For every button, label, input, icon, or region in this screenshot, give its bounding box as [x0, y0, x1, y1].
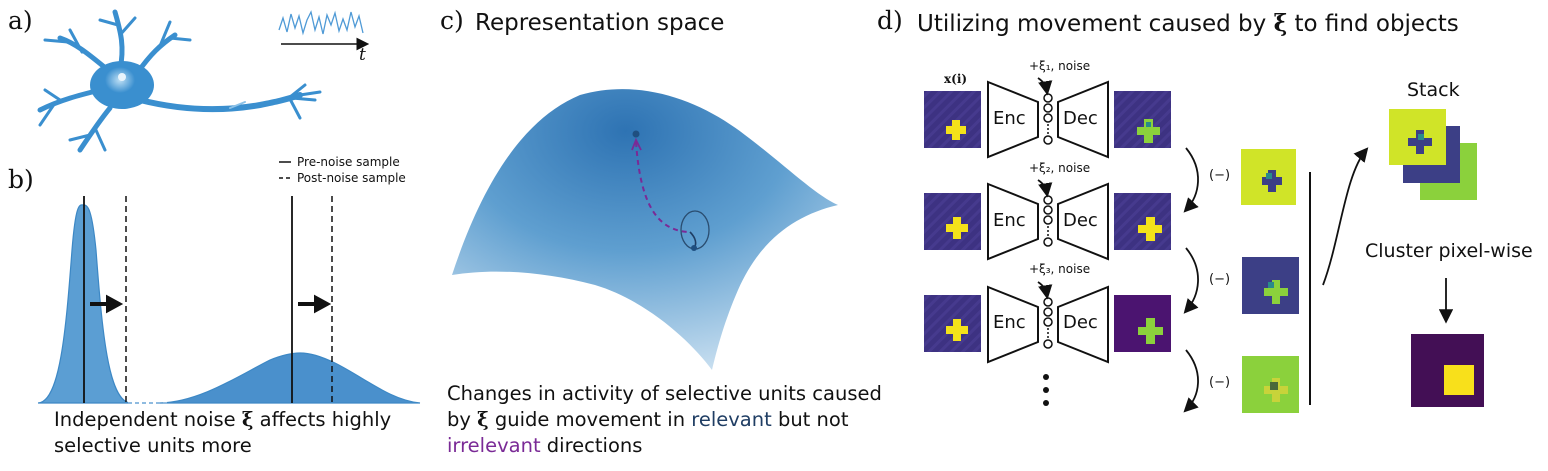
caption-c-line2-mid: guide movement in	[488, 408, 692, 431]
noise-label-1: +ξ₁, noise	[1029, 59, 1091, 73]
irrelevant-word: irrelevant	[447, 434, 541, 457]
noise-label-2: +ξ₂, noise	[1029, 161, 1091, 175]
panel-c-title: Representation space	[475, 10, 725, 36]
caption-b-line1-post: affects highly	[253, 408, 392, 431]
activity-trace	[278, 10, 364, 36]
enc-label-2: Enc	[993, 210, 1026, 231]
stacked-images	[1389, 109, 1477, 200]
broad-distribution	[159, 352, 421, 404]
pipeline-row-3	[924, 281, 1171, 364]
dec-label-2: Dec	[1063, 210, 1098, 231]
relevant-word: relevant	[691, 408, 772, 431]
dec-label-1: Dec	[1063, 108, 1098, 129]
neuron-illustration	[37, 9, 322, 153]
panel-d-title: Utilizing movement caused by ξ to find o…	[917, 10, 1459, 37]
pipeline-row-2	[924, 179, 1171, 261]
ellipsis-dots	[1043, 374, 1049, 406]
enc-label-1: Enc	[993, 108, 1026, 129]
shift-arrow-2	[298, 294, 332, 314]
difference-image-3	[1242, 356, 1299, 413]
decoder-1	[1057, 80, 1109, 159]
legend-solid-label: Pre-noise sample	[297, 155, 400, 169]
noise-label-3: +ξ₃, noise	[1029, 262, 1091, 276]
representation-surface	[452, 89, 838, 370]
difference-label-1: (−)	[1209, 168, 1231, 183]
difference-label-3: (−)	[1209, 375, 1231, 390]
pipeline-row-1	[924, 77, 1171, 159]
time-axis-label: t	[359, 45, 366, 65]
difference-image-1	[1241, 149, 1296, 205]
input-label: x(i)	[944, 72, 968, 86]
encoder-1	[987, 80, 1039, 159]
decoder-3	[1057, 285, 1109, 364]
legend-dashed-label: Post-noise sample	[297, 171, 406, 185]
caption-b: Independent noise ξ affects highly selec…	[54, 407, 391, 459]
caption-b-line1-pre: Independent noise	[54, 408, 242, 431]
panel-label-c: c)	[440, 6, 464, 35]
dec-label-3: Dec	[1063, 312, 1098, 333]
panel-d-title-post: to find objects	[1287, 11, 1459, 37]
encoder-2	[987, 182, 1039, 261]
caption-c-line3-post: directions	[540, 434, 643, 457]
shift-arrow-1	[90, 294, 124, 314]
caption-c-line2-post: but not	[771, 408, 849, 431]
enc-label-3: Enc	[993, 312, 1026, 333]
stack-label: Stack	[1407, 79, 1460, 101]
difference-label-2: (−)	[1209, 272, 1231, 287]
caption-b-line2: selective units more	[54, 434, 252, 457]
cluster-label: Cluster pixel-wise	[1365, 240, 1533, 262]
end-point	[691, 245, 697, 251]
distribution-plot	[37, 161, 421, 404]
panel-label-d: d)	[877, 6, 903, 35]
caption-c-line1: Changes in activity of selective units c…	[447, 382, 882, 405]
panel-d-title-pre: Utilizing movement caused by	[917, 11, 1274, 37]
start-point	[632, 130, 640, 138]
caption-c-line2-pre: by	[447, 408, 478, 431]
stack-arrow	[1322, 147, 1369, 286]
xi-symbol: ξ	[241, 408, 254, 431]
xi-symbol: ξ	[477, 408, 489, 431]
difference-image-2	[1242, 257, 1299, 314]
encoder-3	[987, 285, 1039, 364]
difference-arrows	[1183, 147, 1199, 413]
caption-c: Changes in activity of selective units c…	[447, 381, 882, 459]
xi-symbol: ξ	[1273, 10, 1288, 37]
irrelevant-path	[635, 141, 689, 233]
panel-label-b: b)	[8, 165, 34, 194]
decoder-2	[1057, 182, 1109, 261]
final-segmentation	[1411, 334, 1484, 407]
panel-label-a: a)	[8, 6, 33, 35]
